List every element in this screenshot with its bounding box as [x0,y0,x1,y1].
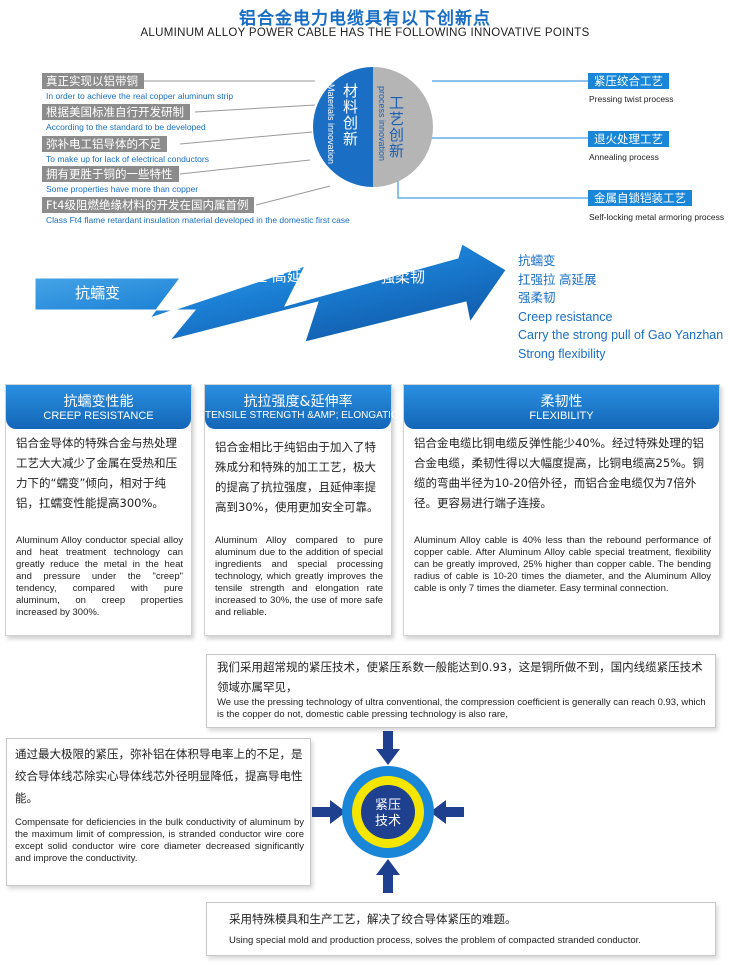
material-item-5: Ft4级阻燃绝缘材料的开发在国内属首例 [42,197,255,213]
material-item-3-en: To make up for lack of electrical conduc… [46,154,209,164]
material-item-2: 根据美国标准自行开发研制 [42,104,190,120]
panel-flexibility: 柔韧性 FLEXIBILITY 铝合金电缆比铜电缆反弹性能少40%。经过特殊处理… [403,384,720,636]
page-title: 铝合金电力电缆具有以下创新点 [239,9,491,29]
panel-header: 抗蠕变性能 CREEP RESISTANCE [6,385,191,429]
arrow-label-3: 强柔韧 [380,268,426,286]
arrow-label-1: 抗蠕变 [75,284,121,302]
panel-body-en: Aluminum Alloy cable is 40% less than th… [414,535,711,594]
panel-creep-resistance: 抗蠕变性能 CREEP RESISTANCE 铝合金导体的特殊合金与热处理工艺大… [5,384,192,636]
material-item-3: 弥补电工铝导体的不足 [42,136,167,152]
material-item-4-en: Some properties have more than copper [46,184,199,194]
compression-diagram [312,731,464,893]
process-item-3-en: Self-locking metal armoring process [589,212,725,222]
panel-title-en: CREEP RESISTANCE [43,410,154,422]
process-item-1-en: Pressing twist process [589,94,674,104]
material-item-5-en: Class Ft4 flame retardant insulation mat… [46,215,350,225]
material-item-4: 拥有更胜于铜的一些特性 [42,166,179,182]
progress-arrow [34,243,507,343]
panel-title: 抗蠕变性能 [63,394,134,410]
panel-title: 抗拉强度&延伸率 [243,394,353,410]
note-bottom-cn: 采用特殊模具和生产工艺，解决了绞合导体紧压的难题。 [229,912,517,926]
note-left-cn: 通过最大极限的紧压，弥补铝在体积导电率上的不足，是绞合导体线芯除实心导体线芯外径… [15,747,303,805]
list-item: 扛强拉 高延展 [518,272,597,287]
note-top-cn: 我们采用超常规的紧压技术，使紧压系数一般能达到0.93，这是铜所做不到，国内线缆… [217,660,703,694]
page-subtitle: ALUMINUM ALLOY POWER CABLE HAS THE FOLLO… [140,27,590,39]
note-top-en: We use the pressing technology of ultra … [217,697,706,720]
list-item: Strong flexibility [518,346,606,361]
innovation-diagram [140,67,588,206]
compression-core-label: 紧压技术 [374,798,401,829]
material-item-1-en: In order to achieve the real copper alum… [46,91,234,101]
list-item: 抗蠕变 [518,254,556,268]
panel-header: 柔韧性 FLEXIBILITY [404,385,719,429]
properties-list: 抗蠕变 扛强拉 高延展 强柔韧 Creep resistance Carry t… [518,252,723,363]
materials-innovation-label: 材料创新 [343,82,359,148]
list-item: Creep resistance [518,309,613,324]
panel-tensile-strength: 抗拉强度&延伸率 TENSILE STRENGTH &AMP; ELONGATI… [204,384,406,636]
innovation-circle [313,67,433,187]
panel-body-cn: 铝合金电缆比铜电缆反弹性能少40%。经过特殊处理的铝合金电缆，柔韧性得以大幅度提… [414,436,705,510]
material-item-2-en: According to the standard to be develope… [46,122,206,132]
note-left-en: Compensate for deficiencies in the bulk … [15,817,304,864]
list-item: Carry the strong pull of Gao Yanzhan [518,328,724,342]
panel-body-en: Aluminum Alloy compared to pure aluminum… [215,535,383,618]
process-item-2: 退火处理工艺 [588,131,669,147]
panel-body-cn: 铝合金导体的特殊合金与热处理工艺大大减少了金属在受热和压力下的“蠕变”倾向，相对… [16,436,177,510]
process-item-2-en: Annealing process [589,152,659,162]
note-box-top: 我们采用超常规的紧压技术，使紧压系数一般能达到0.93，这是铜所做不到，国内线缆… [206,654,716,728]
panel-body-en: Aluminum Alloy conductor special alloy a… [16,535,183,618]
panel-title-en: FLEXIBILITY [529,410,594,422]
material-item-1: 真正实现以铝带铜 [42,73,144,89]
process-innovation-en: process innovation [377,86,387,162]
note-bottom-en: Using special mold and production proces… [229,935,641,946]
note-box-bottom: 采用特殊模具和生产工艺，解决了绞合导体紧压的难题。 Using special … [206,902,716,956]
process-item-3: 金属自锁铠装工艺 [588,190,692,206]
note-box-left: 通过最大极限的紧压，弥补铝在体积导电率上的不足，是绞合导体线芯除实心导体线芯外径… [6,738,311,886]
arrow-label-2: 扛强拉 高延展 [222,267,317,285]
list-item: 强柔韧 [518,291,556,305]
panel-body-cn: 铝合金相比于纯铝由于加入了特殊成分和特殊的加工工艺，极大的提高了抗拉强度，且延伸… [215,440,379,514]
materials-innovation-en: Materials innovation [326,84,336,165]
panel-title-en: TENSILE STRENGTH &AMP; ELONGATION [205,410,406,421]
process-innovation-label: 工艺创新 [389,94,405,160]
panel-title: 柔韧性 [540,394,583,410]
panel-header: 抗拉强度&延伸率 TENSILE STRENGTH &AMP; ELONGATI… [205,385,406,429]
process-item-1: 紧压绞合工艺 [588,73,669,89]
